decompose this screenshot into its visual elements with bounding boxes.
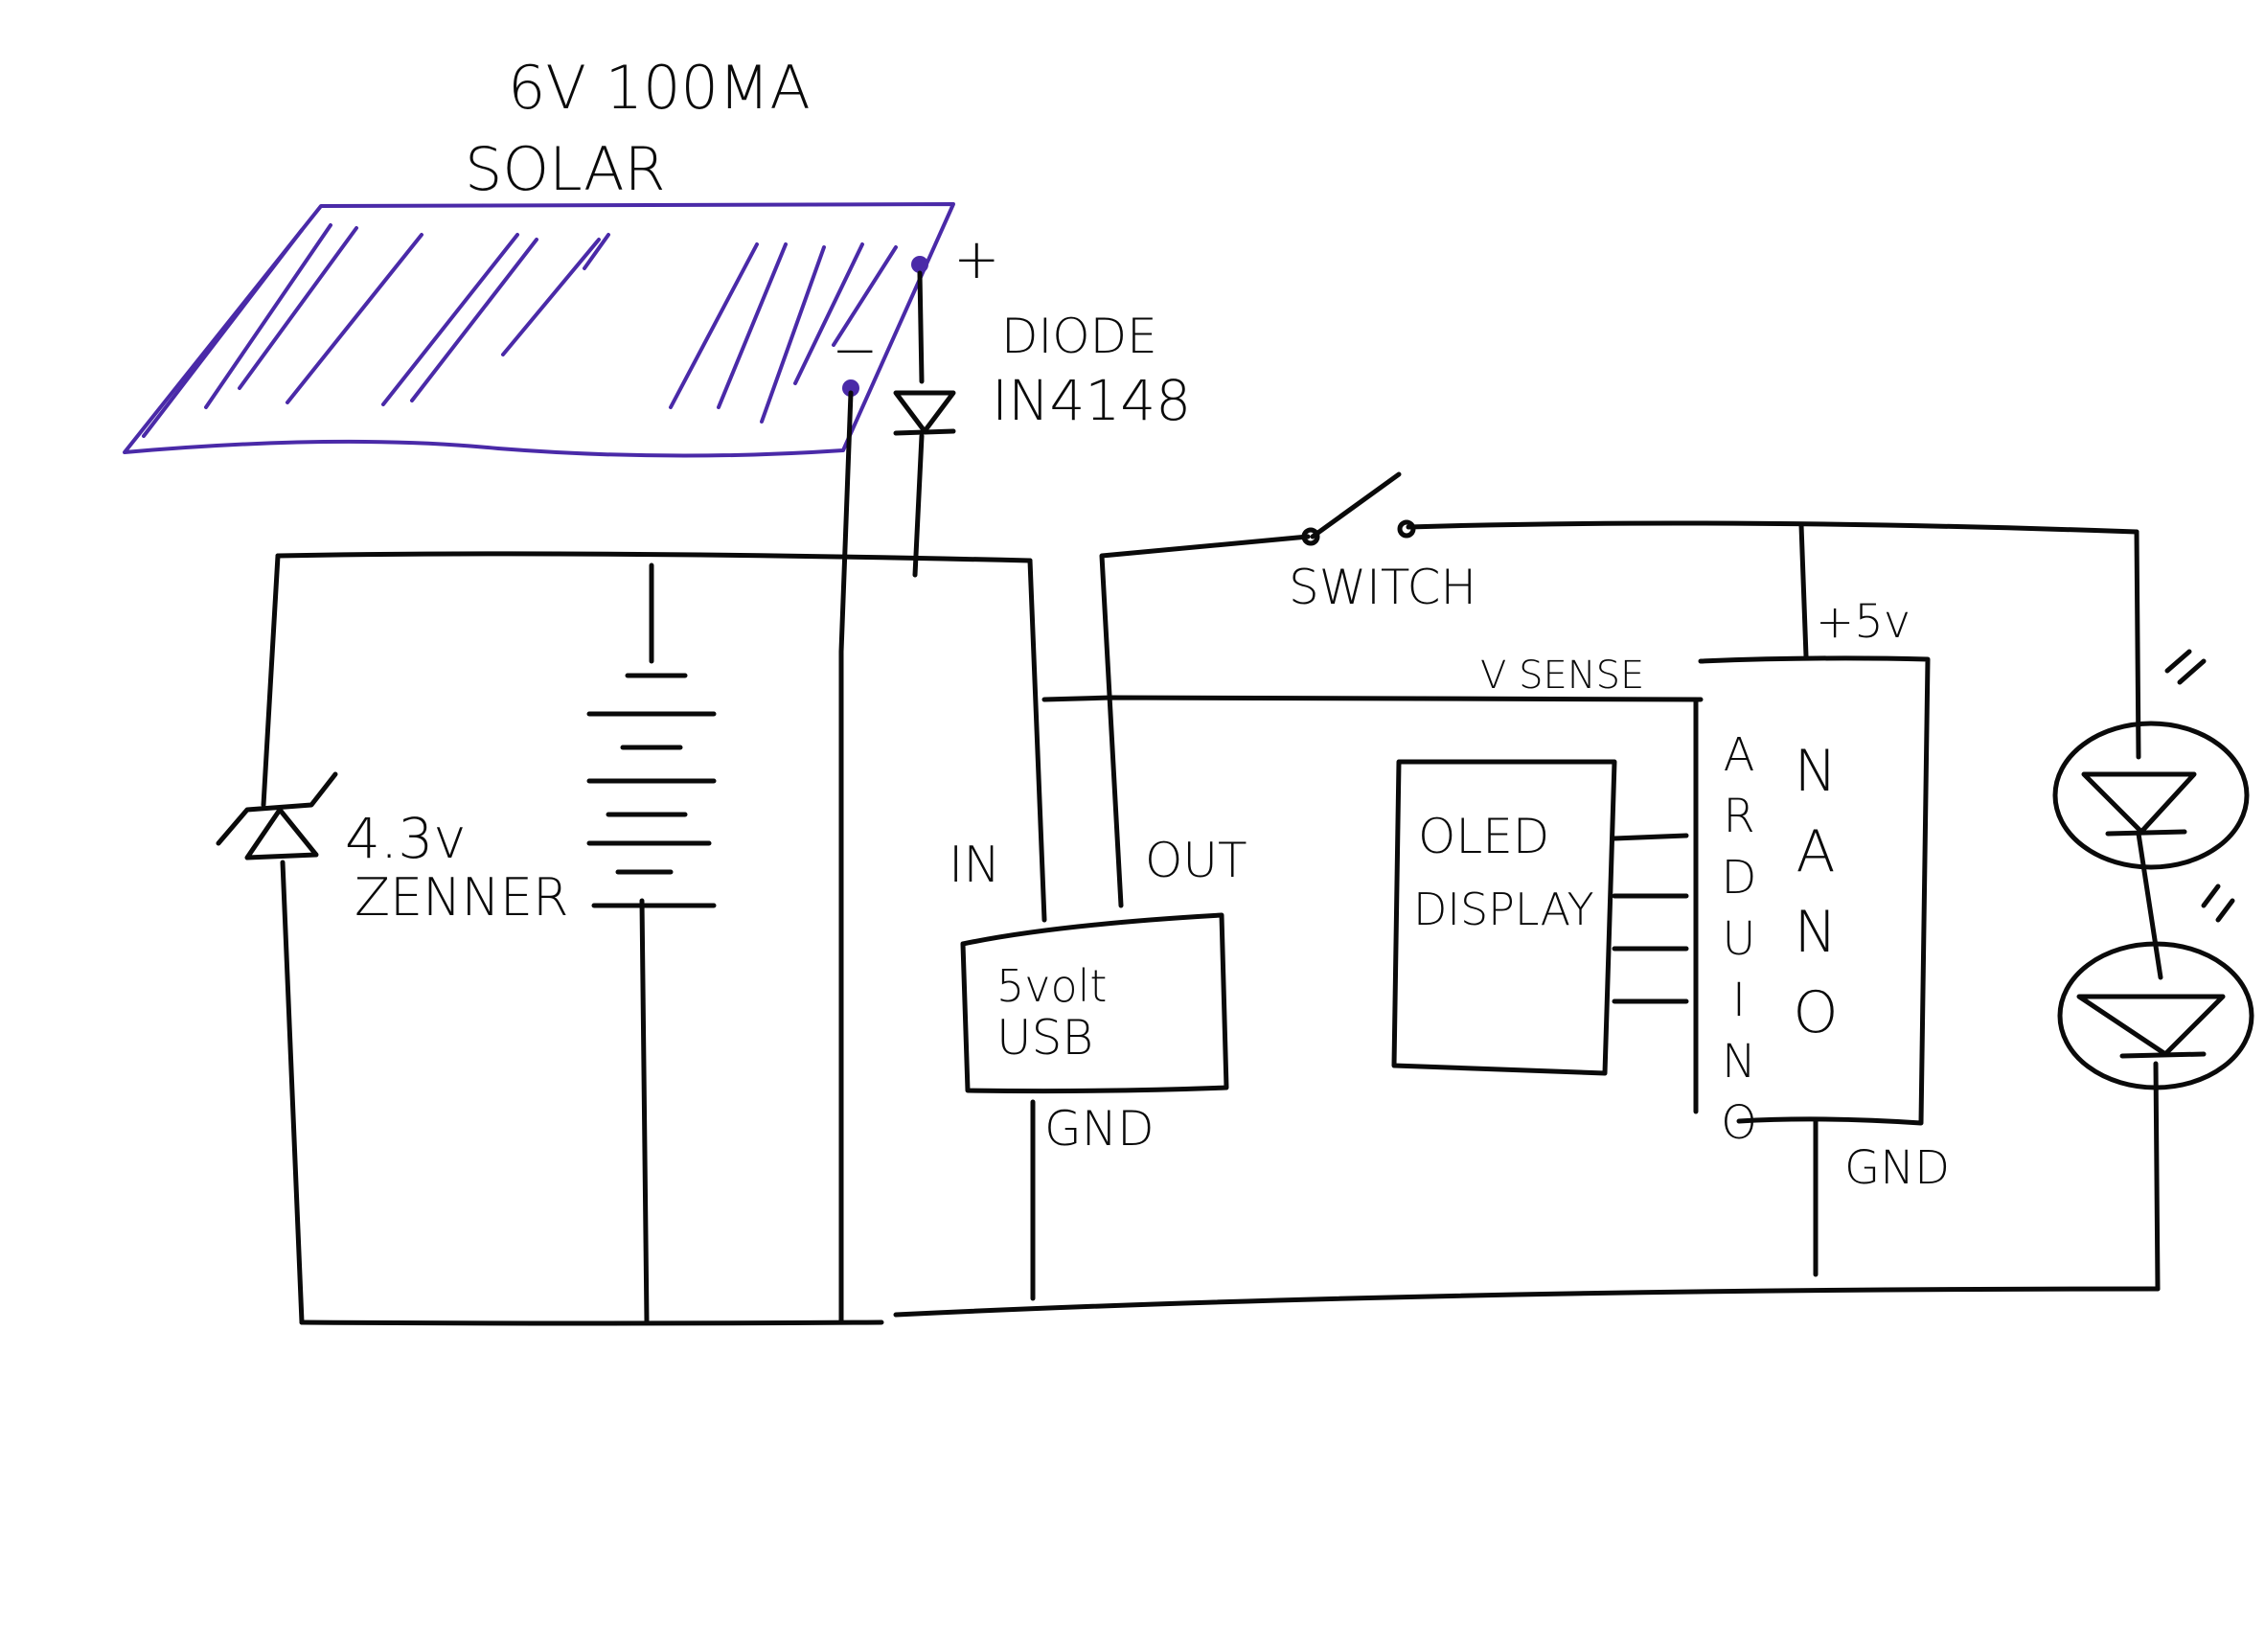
- usb-regulator-box: [960, 912, 1229, 1094]
- switch-contact-right-icon: [1397, 519, 1416, 539]
- wires: [261, 270, 2163, 1326]
- diode-part-number: IN4148: [992, 368, 1191, 433]
- title-solar: SOLAR: [465, 134, 666, 204]
- led-bottom-icon: [2057, 883, 2254, 1090]
- panel-minus-label: −: [832, 317, 879, 382]
- title-rating: 6V 100MA: [508, 53, 811, 123]
- arduino-nano-box: [1693, 655, 1931, 1126]
- oled-display-box: [1391, 759, 1689, 1076]
- panel-minus-terminal-icon: [842, 379, 859, 397]
- regulator-title: 5volt: [996, 960, 1107, 1012]
- battery-symbol-icon: [586, 673, 717, 908]
- regulator-out-label: OUT: [1145, 833, 1247, 888]
- diode-symbol-icon: [893, 390, 956, 436]
- regulator-in-label: IN: [949, 837, 1000, 894]
- display-label: DISPLAY: [1413, 883, 1594, 935]
- panel-plus-label: +: [953, 226, 1000, 291]
- switch-contact-left-icon: [1301, 527, 1320, 546]
- regulator-gnd-label: GND: [1044, 1101, 1155, 1157]
- solar-panel: [123, 202, 955, 458]
- vsense-label: V SENSE: [1480, 654, 1644, 698]
- zener-symbol-icon: [216, 771, 338, 860]
- nano-label: NANO: [1782, 738, 1849, 1060]
- regulator-usb-label: USB: [996, 1010, 1093, 1066]
- panel-plus-terminal-icon: [911, 256, 928, 273]
- arduino-label: ARDUINO: [1712, 728, 1766, 1158]
- zener-voltage-label: 4.3v: [345, 806, 467, 871]
- oled-label: OLED: [1418, 809, 1549, 864]
- arduino-gnd-label: GND: [1844, 1141, 1950, 1195]
- plus5v-label: +5v: [1816, 595, 1910, 649]
- diode-label: DIODE: [1001, 309, 1157, 364]
- zener-label: ZENNER: [355, 867, 569, 928]
- switch-label: SWITCH: [1289, 560, 1476, 615]
- led-top-icon: [2052, 649, 2250, 870]
